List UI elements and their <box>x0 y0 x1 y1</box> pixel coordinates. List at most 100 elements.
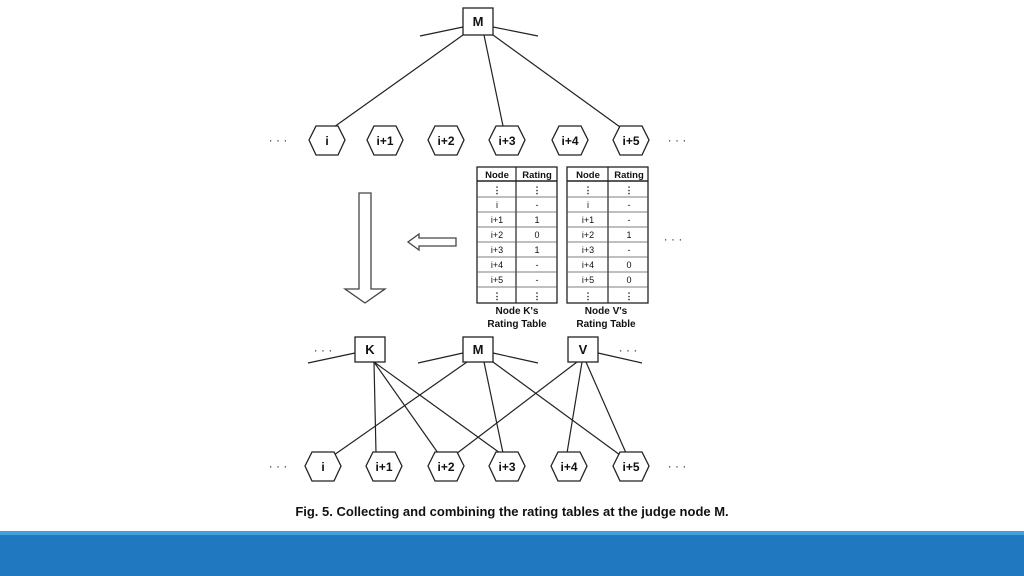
bottom-edges <box>307 352 643 456</box>
bottom-hex-i: i <box>304 451 342 482</box>
table-k-row-5-node: i+4 <box>491 260 503 270</box>
ellipsis-v-right: · · · <box>619 343 638 357</box>
top-judge-node: M <box>462 7 494 36</box>
figure-caption: Fig. 5. Collecting and combining the rat… <box>295 504 729 519</box>
table-k-row-7-rating: ⋮ <box>533 291 542 301</box>
top-hex-i4: i+4 <box>551 125 589 156</box>
table-k-row-6-node: i+5 <box>491 275 503 285</box>
table-v-row-1-node: i <box>587 200 589 210</box>
svg-text:i+1: i+1 <box>375 460 392 474</box>
table-k-row-6-rating: - <box>536 275 539 285</box>
table-k-header-node: Node <box>485 170 509 181</box>
bottom-hex-row: · · · i i+1 i+2 i+3 i+4 i+5 · · · <box>269 451 687 482</box>
edge-k-i2 <box>373 361 439 454</box>
ellipsis-tables: · · · <box>664 232 683 246</box>
bottom-node-m: M <box>462 336 494 363</box>
edge-k-i1 <box>373 361 377 454</box>
top-section <box>333 26 621 128</box>
bottom-hex-i5: i+5 <box>612 451 650 482</box>
table-k-row-0-node: ⋮ <box>493 185 502 195</box>
svg-text:i+4: i+4 <box>560 460 577 474</box>
table-k-label-line1: Node K's <box>496 306 539 317</box>
edge-m-i3 <box>483 34 504 127</box>
collect-combine-diagram: M · · · i i+1 i+2 i+3 i+4 i+5 · · · <box>269 7 687 482</box>
bottom-hex-i2: i+2 <box>427 451 465 482</box>
edge-m-i <box>333 34 464 128</box>
rating-table-v: Node Rating ⋮ ⋮ i - i+1 - i+2 1 i+3 - i+… <box>566 166 649 330</box>
table-k-row-1-rating: - <box>536 200 539 210</box>
bottom-node-v: V <box>567 336 599 363</box>
top-judge-label: M <box>473 14 484 29</box>
edge-v-i2 <box>455 361 578 455</box>
table-v-row-7-rating: ⋮ <box>625 291 634 301</box>
bottom-hex-i4: i+4 <box>550 451 588 482</box>
bottom-node-k: K <box>354 336 386 363</box>
table-k-row-5-rating: - <box>536 260 539 270</box>
table-k-header-rating: Rating <box>522 170 552 181</box>
table-k-row-3-rating: 0 <box>534 230 539 240</box>
table-v-row-4-node: i+3 <box>582 245 594 255</box>
svg-text:i: i <box>325 134 328 148</box>
edge-m-i5 <box>492 361 621 456</box>
edge-v-i4 <box>566 361 583 454</box>
top-hex-i: i <box>308 125 346 156</box>
table-k-label-line2: Rating Table <box>487 319 547 330</box>
edge-m-i3 <box>483 361 504 454</box>
down-arrow-icon <box>342 192 388 304</box>
table-v-row-1-rating: - <box>628 200 631 210</box>
ellipsis-k-left: · · · <box>314 343 333 357</box>
svg-text:i: i <box>321 460 324 474</box>
edge-k-i3 <box>373 361 501 454</box>
edge-v-i5 <box>585 361 627 454</box>
svg-text:i+4: i+4 <box>561 134 578 148</box>
table-k-row-1-node: i <box>496 200 498 210</box>
top-hex-i1: i+1 <box>366 125 404 156</box>
top-hex-i2: i+2 <box>427 125 465 156</box>
svg-text:i+3: i+3 <box>498 460 515 474</box>
svg-text:i+5: i+5 <box>622 460 639 474</box>
top-hex-i5: i+5 <box>612 125 650 156</box>
table-v-row-0-rating: ⋮ <box>625 185 634 195</box>
svg-text:M: M <box>473 342 484 357</box>
ellipsis-left: · · · <box>269 133 288 147</box>
footer-bar <box>0 535 1024 576</box>
footer-accent-line <box>0 531 1024 535</box>
edge-m-i5 <box>492 34 621 128</box>
table-v-row-0-node: ⋮ <box>584 185 593 195</box>
table-v-row-4-rating: - <box>628 245 631 255</box>
table-k-row-7-node: ⋮ <box>493 291 502 301</box>
ellipsis-bottom-right: · · · <box>668 459 687 473</box>
table-v-header-rating: Rating <box>614 170 644 181</box>
table-v-row-6-rating: 0 <box>626 275 631 285</box>
svg-text:i+2: i+2 <box>437 134 454 148</box>
edge-m-i <box>333 361 468 456</box>
rating-table-k: Node Rating ⋮ ⋮ i - i+1 1 i+2 0 i+3 1 i+… <box>476 166 558 330</box>
svg-text:i+5: i+5 <box>622 134 639 148</box>
table-v-label-line1: Node V's <box>585 306 628 317</box>
svg-text:i+2: i+2 <box>437 460 454 474</box>
ellipsis-right: · · · <box>668 133 687 147</box>
bottom-hex-i1: i+1 <box>365 451 403 482</box>
table-v-row-2-rating: - <box>628 215 631 225</box>
bottom-hex-i3: i+3 <box>488 451 526 482</box>
table-v-row-6-node: i+5 <box>582 275 594 285</box>
left-arrow-icon <box>406 232 457 252</box>
table-k-row-0-rating: ⋮ <box>533 185 542 195</box>
table-k-row-3-node: i+2 <box>491 230 503 240</box>
svg-text:i+3: i+3 <box>498 134 515 148</box>
table-v-header-node: Node <box>576 170 600 181</box>
table-k-row-2-node: i+1 <box>491 215 503 225</box>
svg-text:V: V <box>579 342 588 357</box>
table-k-row-4-rating: 1 <box>534 245 539 255</box>
table-v-row-3-node: i+2 <box>582 230 594 240</box>
svg-text:K: K <box>365 342 375 357</box>
table-k-row-2-rating: 1 <box>534 215 539 225</box>
table-v-row-5-rating: 0 <box>626 260 631 270</box>
table-k-row-4-node: i+3 <box>491 245 503 255</box>
top-hex-row: · · · i i+1 i+2 i+3 i+4 i+5 · · · <box>269 125 687 156</box>
svg-text:i+1: i+1 <box>376 134 393 148</box>
table-v-row-5-node: i+4 <box>582 260 594 270</box>
table-v-label-line2: Rating Table <box>576 319 636 330</box>
top-hex-i3: i+3 <box>488 125 526 156</box>
table-v-row-3-rating: 1 <box>626 230 631 240</box>
